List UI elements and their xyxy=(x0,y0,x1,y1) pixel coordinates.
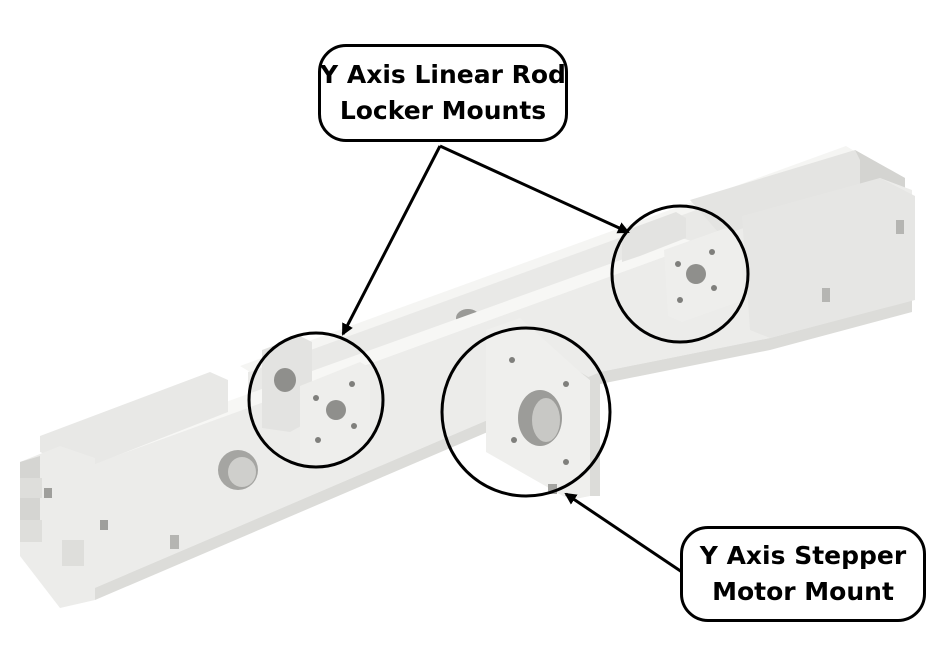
left-mount-center-hole xyxy=(326,400,346,420)
callout-motor-line-1: Y Axis Stepper xyxy=(699,541,907,570)
left-mount-screw-hole-3 xyxy=(315,437,321,443)
right-mount-screw-hole-4 xyxy=(711,285,717,291)
callout-rod-line-1: Y Axis Linear Rod xyxy=(320,60,566,89)
left-end-blocks xyxy=(20,372,228,608)
left-end-tab-3 xyxy=(62,540,84,566)
left-mount-screw-hole-1 xyxy=(313,395,319,401)
callout-rod-line-2: Locker Mounts xyxy=(339,96,547,125)
left-mount-screw-hole-4 xyxy=(351,423,357,429)
highlight-circle-right-mount xyxy=(610,204,750,344)
callout-rod-locker-mounts: Y Axis Linear Rod Locker Mounts xyxy=(318,44,568,142)
front-rail-right-notch-1 xyxy=(896,220,904,234)
stepper-motor-mount xyxy=(486,318,600,500)
right-rod-locker-mount xyxy=(622,212,744,322)
motor-mount-base-slot xyxy=(548,484,557,494)
left-end-slot-1 xyxy=(44,488,52,498)
motor-mount-screw-hole-2 xyxy=(563,381,569,387)
motor-mount-center-hole-inner xyxy=(532,398,560,442)
right-mount-screw-hole-1 xyxy=(675,261,681,267)
left-mount-screw-hole-2 xyxy=(349,381,355,387)
arrow-to-left-mount xyxy=(341,145,442,336)
left-mount-back-hole xyxy=(274,368,296,392)
left-end-tab-1 xyxy=(20,478,42,498)
left-end-slot-2 xyxy=(100,520,108,530)
arrow-to-right-mount xyxy=(439,144,630,234)
highlight-circle-left-mount xyxy=(247,331,385,469)
arrow-to-motor-mount xyxy=(564,492,683,574)
motor-mount-screw-hole-1 xyxy=(509,357,515,363)
right-mount-screw-hole-2 xyxy=(709,249,715,255)
front-rail-notch-left xyxy=(170,535,179,549)
callout-stepper-motor-mount: Y Axis Stepper Motor Mount xyxy=(680,526,926,622)
left-rod-locker-mount xyxy=(262,336,370,470)
motor-mount-screw-hole-3 xyxy=(511,437,517,443)
front-rail-right-notch-2 xyxy=(822,288,830,302)
right-mount-center-hole xyxy=(686,264,706,284)
callout-motor-line-2: Motor Mount xyxy=(712,577,894,606)
left-end-tab-2 xyxy=(20,520,42,542)
right-mount-screw-hole-3 xyxy=(677,297,683,303)
right-mount-back-plate xyxy=(622,212,686,262)
motor-mount-plate-edge xyxy=(580,372,600,496)
front-rail-underside xyxy=(90,300,912,600)
motor-mount-screw-hole-4 xyxy=(563,459,569,465)
highlight-circle-motor-mount xyxy=(440,326,612,498)
front-rail-round-hole-inner xyxy=(228,457,256,487)
left-end-back-block xyxy=(40,372,228,470)
front-rail-right-end xyxy=(742,178,915,338)
